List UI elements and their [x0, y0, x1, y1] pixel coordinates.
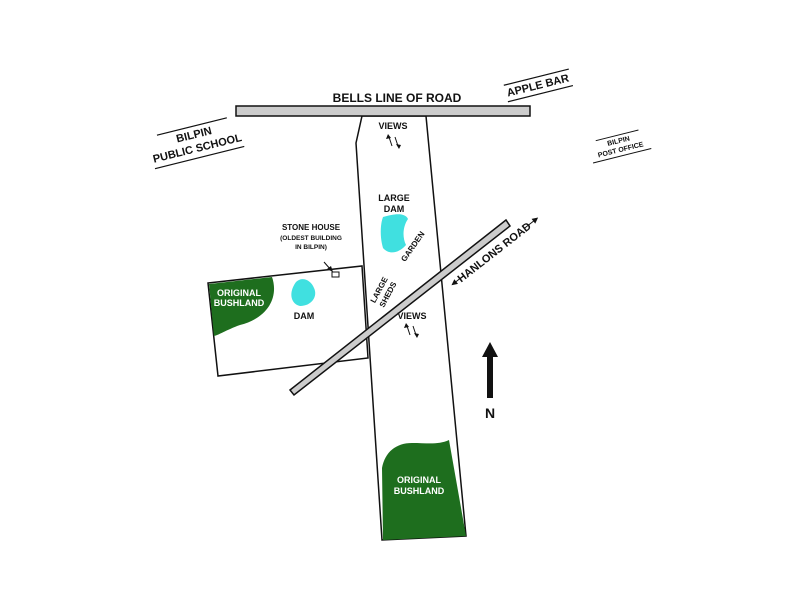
stone-house-marker	[331, 271, 340, 278]
hanlons-road	[288, 218, 512, 397]
small-dam	[291, 279, 316, 306]
bushland-left-label-line1: ORIGINAL	[217, 288, 262, 298]
school-line-bottom	[154, 145, 245, 170]
views-mid-arrows-icon	[404, 323, 419, 338]
dam-label: DAM	[294, 311, 315, 321]
bushland-bottom-label-line2: BUSHLAND	[394, 486, 445, 496]
views-mid-label: VIEWS	[397, 311, 426, 321]
stone-house-label-line2: (OLDEST BUILDING	[280, 235, 342, 242]
views-top-label: VIEWS	[378, 121, 407, 131]
north-label: N	[485, 405, 495, 421]
large-dam	[380, 214, 408, 253]
bushland-left-label-line2: BUSHLAND	[214, 298, 265, 308]
apple-bar-underline-bottom	[507, 84, 574, 103]
large-dam-label-line1: LARGE	[378, 193, 410, 203]
school-line-top	[156, 117, 227, 136]
hanlons-arrow-left-head	[451, 279, 459, 286]
original-bushland-left	[209, 277, 275, 336]
bells-line-of-road	[235, 105, 531, 117]
stone-house-pointer-head	[327, 266, 333, 272]
hanlons-road-label-group: HANLONS ROAD	[451, 217, 539, 286]
apple-bar-sign: APPLE BAR	[503, 68, 574, 103]
bells-line-label: BELLS LINE OF ROAD	[333, 91, 462, 105]
views-top-arrows-icon	[386, 134, 401, 149]
post-line-top	[595, 129, 639, 142]
bilpin-public-school-sign: BILPIN PUBLIC SCHOOL	[152, 117, 245, 170]
large-dam-label-line2: DAM	[384, 204, 405, 214]
bilpin-post-office-sign: BILPIN POST OFFICE	[592, 129, 652, 164]
north-arrow-icon	[482, 342, 498, 398]
stone-house-label-line1: STONE HOUSE	[282, 223, 341, 232]
hanlons-arrow-right-head	[531, 217, 539, 224]
bushland-bottom-label-line1: ORIGINAL	[397, 475, 442, 485]
stone-house-label-line3: IN BILPIN)	[295, 244, 327, 251]
hanlons-arrow-right-shaft	[523, 219, 536, 229]
apple-bar-underline-top	[503, 68, 569, 86]
post-line-bottom	[592, 147, 652, 164]
original-bushland-bottom	[382, 440, 466, 540]
